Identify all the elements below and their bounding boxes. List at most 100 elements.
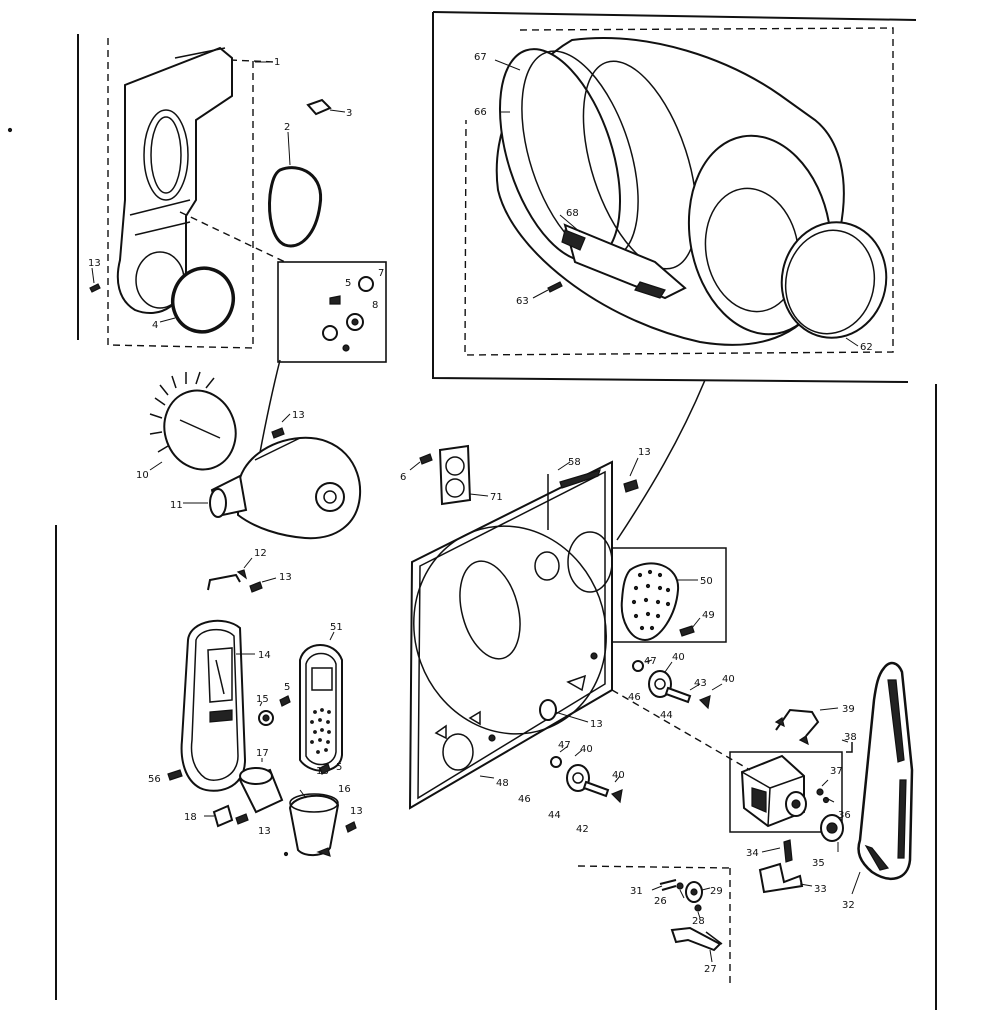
label-13-cup: 13: [350, 806, 363, 817]
lower-roller-group: 47 40 46 44 40 42: [518, 740, 625, 835]
idler-washer: [676, 882, 684, 890]
vent-parts-group: 12 13 14 56 15 5 51: [55, 525, 363, 1000]
lower-roller-shaft: [582, 780, 610, 798]
drum-baffle: [563, 223, 687, 300]
label-35: 35: [812, 858, 825, 869]
label-29: 29: [710, 886, 723, 897]
filter-group: 50 49: [612, 547, 727, 643]
label-5-lower: 5: [336, 762, 342, 773]
label-5-vent: 5: [284, 682, 290, 693]
label-58: 58: [568, 457, 581, 468]
label-14: 14: [258, 650, 271, 661]
blower-screw: [271, 427, 285, 439]
motor-mount-bracket: [758, 862, 804, 894]
bulkhead-duct-opening: [459, 560, 521, 660]
exhaust-duct: [116, 46, 233, 315]
lower-roller: [566, 764, 590, 792]
label-71: 71: [490, 492, 503, 503]
thermostat-group: 6 71: [400, 444, 503, 506]
blower-group: 13 10 11: [136, 371, 362, 540]
label-2: 2: [284, 122, 290, 133]
drum-rear-seal-ring: [780, 221, 888, 339]
drum: [495, 37, 845, 346]
label-7: 7: [378, 268, 384, 279]
idler-lever: [659, 879, 677, 891]
bulkhead-to-motor-line: [611, 689, 751, 771]
label-47-upper: 47: [644, 656, 657, 667]
filter-screw: [679, 625, 695, 637]
idler-arm: [670, 926, 722, 952]
label-8: 8: [372, 300, 378, 311]
label-40-upper-a: 40: [672, 652, 685, 663]
label-51: 51: [330, 622, 343, 633]
blower-hub: [315, 482, 345, 512]
motor-clamp: [775, 708, 820, 737]
label-13-blower: 13: [292, 410, 305, 421]
vent-window: [207, 647, 233, 703]
bulkhead-screw-top: [623, 479, 639, 493]
idler-screw: [694, 904, 702, 912]
vent-bracket: [207, 573, 241, 591]
label-40-lower-a: 40: [580, 744, 593, 755]
label-63: 63: [516, 296, 529, 307]
cup-screw: [345, 821, 357, 833]
drum-group-frame: [432, 12, 909, 383]
label-40-upper-b: 40: [722, 674, 735, 685]
duct-clip: [306, 98, 332, 116]
label-40-lower-b: 40: [612, 770, 625, 781]
vent-bracket-screw: [249, 581, 263, 593]
label-6-thermo: 6: [400, 472, 406, 483]
label-18-right: 16: [338, 784, 351, 795]
label-68: 68: [566, 208, 579, 219]
upper-roller-clip: [698, 695, 711, 710]
label-44-lower: 44: [548, 810, 561, 821]
drum-group: 67 66 68 63 62: [432, 11, 917, 383]
label-38: 38: [844, 732, 857, 743]
duct-gasket: [268, 166, 323, 248]
lower-roller-clip: [610, 789, 623, 804]
label-42: 42: [576, 824, 589, 835]
label-62: 62: [860, 342, 873, 353]
duct-top-opening: [143, 109, 189, 201]
stray-dot-b: [283, 851, 289, 857]
lower-roller-washer: [550, 756, 562, 768]
filter-box: [612, 547, 727, 643]
label-44-upper: 44: [660, 710, 673, 721]
upper-roller-shaft: [664, 686, 692, 704]
vent-screw: [167, 769, 183, 781]
drum-group-frame-top: [432, 11, 917, 21]
bulkhead-panel: [408, 460, 613, 810]
label-47-lower: 47: [558, 740, 571, 751]
baffle-screw: [547, 281, 563, 293]
label-13-bulkhead-roller: 13: [590, 719, 603, 730]
label-48: 48: [496, 778, 509, 789]
vent-clip-screw: [235, 813, 249, 825]
idler-frame-top: [577, 865, 731, 869]
bulkhead-drum-opening: [413, 525, 607, 735]
bulkhead-panel-group: 13 58 13 48: [408, 447, 651, 810]
label-11: 11: [170, 500, 183, 511]
vent-screw-5b: [319, 763, 331, 775]
fan-mount-box: [277, 261, 387, 363]
mount-pulley: [322, 325, 338, 341]
label-27: 27: [704, 964, 717, 975]
filter-perforations: [631, 569, 671, 631]
idler-group: 31 26 29 28 27: [577, 865, 731, 985]
bulkhead-upper-hole: [567, 531, 613, 593]
upper-roller-group: 47 40 46 43 40 44: [628, 652, 735, 721]
label-18-left: 18: [184, 812, 197, 823]
label-17: 17: [256, 748, 269, 759]
label-3: 3: [346, 108, 352, 119]
exhaust-cup: [288, 794, 340, 856]
mount-washer: [358, 276, 374, 292]
label-32: 32: [842, 900, 855, 911]
baffle-hatch: [561, 229, 586, 251]
upper-roller: [648, 670, 672, 698]
motor-frame-line: [846, 742, 853, 753]
label-46-upper: 46: [628, 692, 641, 703]
label-10: 10: [136, 470, 149, 481]
motor-group: 39 38 37 36 35 34 33: [729, 704, 857, 895]
label-1: 1: [274, 57, 280, 68]
label-13-duct: 13: [88, 258, 101, 269]
